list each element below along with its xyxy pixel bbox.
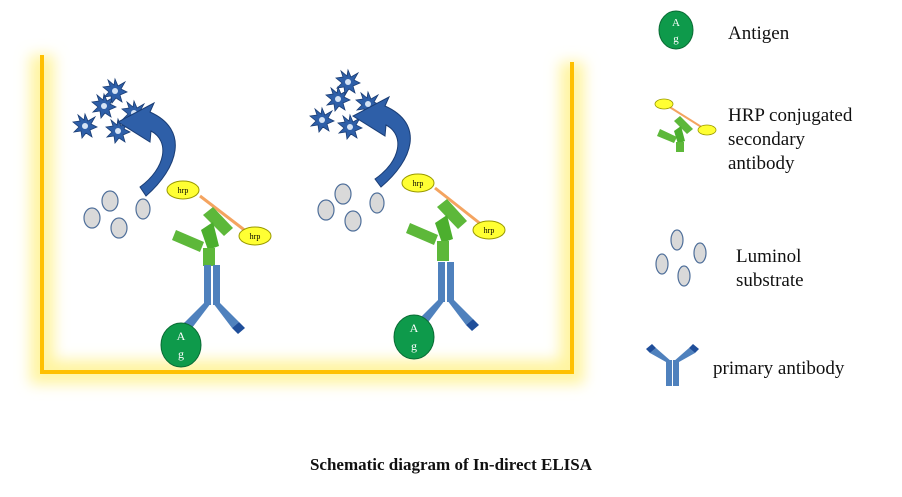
hrp-label: hrp: [413, 179, 424, 188]
reaction-arrow: [116, 101, 176, 197]
luminol-molecule: [110, 217, 128, 239]
luminol-molecules: [317, 183, 385, 232]
antigen-label: A: [672, 17, 680, 29]
legend-label-antigen: Antigen: [728, 23, 790, 44]
luminol-molecule: [344, 210, 362, 232]
diagram-caption: Schematic diagram of In-direct ELISA: [309, 455, 593, 474]
legend-luminol-icon: [655, 229, 707, 287]
legend-primary-antibody-icon: [646, 344, 699, 386]
hrp-enzyme: [472, 220, 506, 240]
light-emission: [309, 69, 381, 140]
assembly-right: hrp hrp A g: [309, 69, 506, 360]
reaction-arrow: [351, 95, 411, 188]
luminol-molecule: [83, 207, 101, 229]
luminol-molecule: [317, 199, 335, 221]
legend-label-luminol-substrate: Luminol substrate: [736, 246, 804, 291]
antigen-label: A: [410, 321, 419, 335]
antigen-label: g: [673, 33, 679, 45]
light-star: [309, 107, 335, 133]
hrp-label: hrp: [178, 186, 189, 195]
secondary-antibody: hrp hrp: [401, 173, 506, 261]
hrp-label: hrp: [250, 232, 261, 241]
antigen: A g: [160, 322, 202, 368]
hrp-label: hrp: [484, 226, 495, 235]
antigen: A g: [393, 314, 435, 360]
hrp-enzyme: [166, 180, 200, 200]
antigen-label: g: [178, 347, 184, 361]
primary-antibody: [179, 265, 245, 334]
legend-secondary-antibody-icon: [654, 98, 717, 152]
luminol-molecule: [369, 192, 385, 214]
antigen-label: A: [177, 329, 186, 343]
luminol-molecules: [83, 190, 151, 239]
assembly-left: hrp hrp A g: [72, 78, 272, 368]
luminol-molecule: [334, 183, 352, 205]
light-star: [72, 113, 98, 139]
luminol-molecule: [135, 198, 151, 220]
hrp-enzyme: [401, 173, 435, 193]
legend-label-primary-antibody: primary antibody: [713, 358, 845, 379]
legend-label-hrp-secondary-antibody: HRP conjugated secondary antibody: [728, 105, 853, 174]
legend-antigen-icon: A g: [658, 10, 694, 50]
light-emission: [72, 78, 147, 144]
hrp-enzyme: [238, 226, 272, 246]
antigen-label: g: [411, 339, 417, 353]
secondary-antibody: hrp hrp: [166, 180, 272, 266]
luminol-molecule: [101, 190, 119, 212]
microplate-well: [30, 55, 584, 384]
